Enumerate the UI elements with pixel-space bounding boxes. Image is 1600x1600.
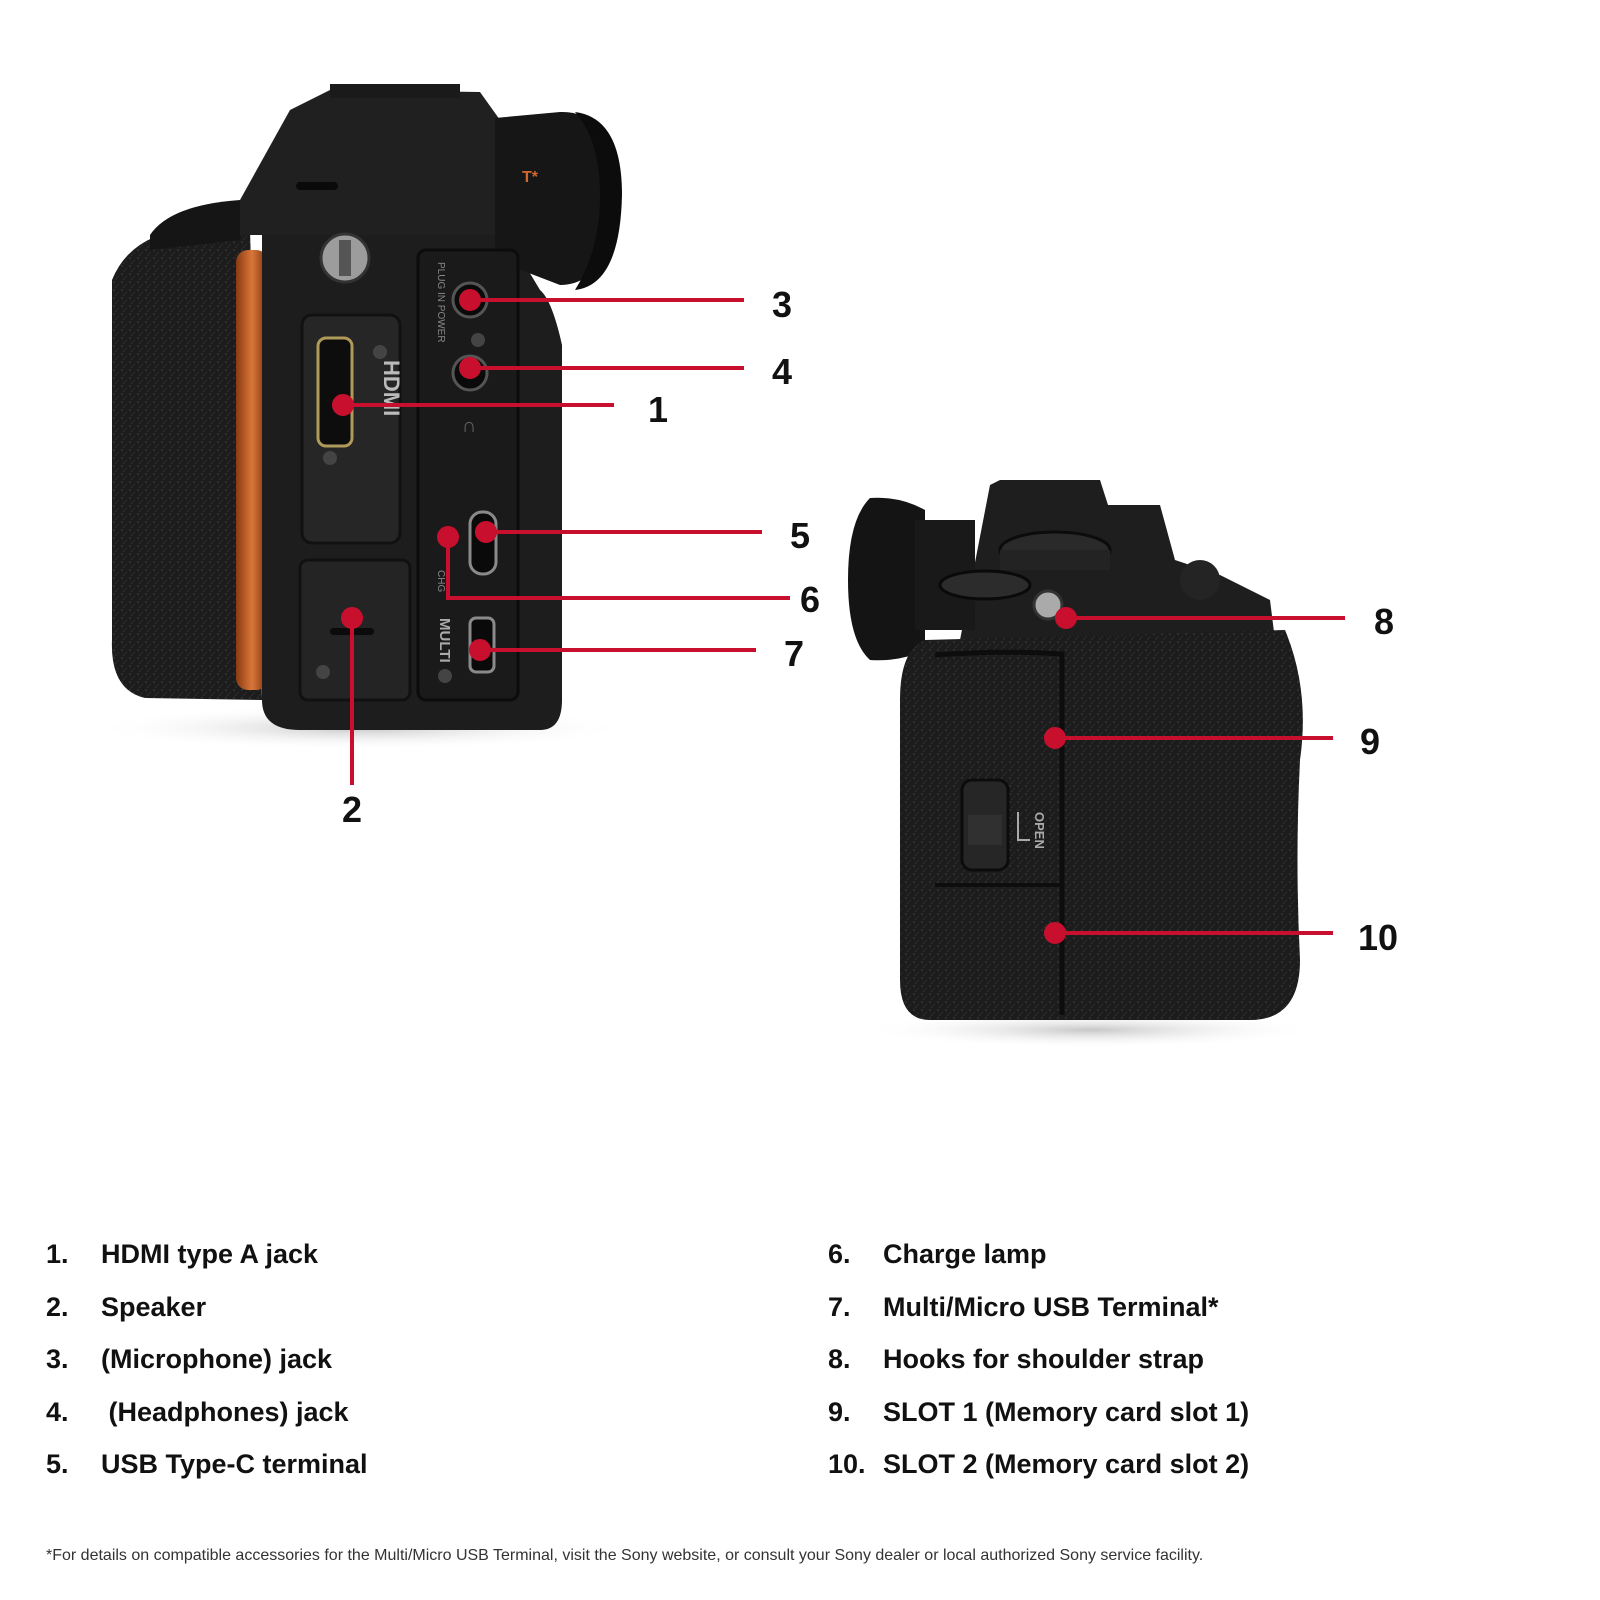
legend-text: Charge lamp bbox=[883, 1239, 1047, 1269]
callout-line-7 bbox=[469, 639, 756, 661]
callout-number-6: 6 bbox=[800, 579, 820, 620]
viewfinder-hump bbox=[240, 90, 500, 235]
legend-number: 9. bbox=[828, 1396, 851, 1427]
callout-line-8 bbox=[1055, 607, 1345, 629]
callout-line-9 bbox=[1044, 727, 1333, 749]
callout-number-10: 10 bbox=[1358, 917, 1398, 958]
lens-mark-label: T* bbox=[522, 169, 539, 186]
usb-c-port bbox=[468, 510, 498, 576]
port-column bbox=[416, 248, 520, 702]
legend-number: 10. bbox=[828, 1449, 866, 1479]
eyecup-right bbox=[848, 497, 925, 661]
legend-text: (Microphone) jack bbox=[101, 1344, 333, 1374]
legend-number: 1. bbox=[46, 1239, 69, 1269]
camera-diagram: T* HDMI PLUG IN POWER ∩ CHG MULTI bbox=[90, 84, 1398, 1048]
legend-item-8: 8. Hooks for shoulder strap bbox=[828, 1343, 1548, 1396]
legend-text: Hooks for shoulder strap bbox=[883, 1344, 1205, 1374]
callout-number-7: 7 bbox=[784, 633, 804, 674]
legend-number: 2. bbox=[46, 1291, 69, 1322]
plug-in-power-label: PLUG IN POWER bbox=[435, 262, 446, 343]
callout-line-1 bbox=[332, 394, 614, 416]
legend-item-2: 2. Speaker bbox=[46, 1291, 766, 1344]
footnote: *For details on compatible accessories f… bbox=[46, 1547, 1204, 1564]
legend-number: 6. bbox=[828, 1239, 851, 1269]
callout-line-3 bbox=[459, 289, 744, 311]
camera-right-grip-view: OPEN bbox=[848, 480, 1320, 1048]
legend-item-1: 1. HDMI type A jack bbox=[46, 1238, 766, 1291]
camera-left-grip bbox=[111, 228, 262, 700]
multi-label: MULTI bbox=[436, 618, 453, 663]
legend-text: Speaker bbox=[101, 1291, 207, 1322]
legend-text: HDMI type A jack bbox=[101, 1239, 319, 1269]
legend-number: 3. bbox=[46, 1344, 69, 1374]
callout-line-5 bbox=[475, 521, 762, 543]
lens-mount-ring bbox=[236, 250, 268, 690]
headphone-symbol: ∩ bbox=[462, 415, 476, 437]
legend-text: USB Type-C terminal bbox=[101, 1449, 368, 1479]
callout-number-2: 2 bbox=[342, 789, 362, 830]
legend-number: 4. bbox=[46, 1396, 69, 1427]
callout-number-8: 8 bbox=[1374, 601, 1394, 642]
charge-label: CHG bbox=[435, 570, 446, 592]
open-label: OPEN bbox=[1032, 812, 1047, 849]
legend-text: (Headphones) jack bbox=[101, 1396, 349, 1427]
legend-item-3: 3. (Microphone) jack bbox=[46, 1343, 766, 1396]
legend-item-5: 5. USB Type-C terminal bbox=[46, 1448, 766, 1501]
callout-number-1: 1 bbox=[648, 389, 668, 430]
callout-number-4: 4 bbox=[772, 351, 792, 392]
callout-lines bbox=[332, 289, 1345, 944]
strap-hook bbox=[1032, 589, 1064, 621]
legend-right-column: 6. Charge lamp 7. Multi/Micro USB Terminal… bbox=[828, 1238, 1548, 1501]
callout-number-9: 9 bbox=[1360, 721, 1380, 762]
legend-number: 5. bbox=[46, 1449, 69, 1479]
legend-text: Multi/Micro USB Terminal* bbox=[883, 1291, 1219, 1322]
legend-item-10: 10. SLOT 2 (Memory card slot 2) bbox=[828, 1448, 1548, 1501]
camera-right-shadow bbox=[860, 1012, 1320, 1048]
callout-line-4 bbox=[459, 357, 744, 379]
eyecup bbox=[495, 111, 615, 285]
legend-item-7: 7. Multi/Micro USB Terminal* bbox=[828, 1291, 1548, 1344]
legend-item-4: 4. (Headphones) jack bbox=[46, 1396, 766, 1449]
card-slot-door bbox=[934, 649, 1065, 1015]
legend-text: SLOT 2 (Memory card slot 2) bbox=[883, 1449, 1250, 1479]
callout-line-10 bbox=[1044, 922, 1333, 944]
callout-number-3: 3 bbox=[772, 284, 792, 325]
callout-number-5: 5 bbox=[790, 515, 810, 556]
camera-left-side-view: T* HDMI PLUG IN POWER ∩ CHG MULTI bbox=[90, 84, 630, 750]
hdmi-label: HDMI bbox=[379, 360, 404, 416]
callout-line-2 bbox=[341, 607, 363, 785]
hdmi-port bbox=[316, 336, 354, 448]
legend-left-column: 1. HDMI type A jack 2. Speaker 3. (Micropho… bbox=[46, 1238, 766, 1501]
legend-text: SLOT 1 (Memory card slot 1) bbox=[883, 1396, 1250, 1427]
legend-item-9: 9. SLOT 1 (Memory card slot 1) bbox=[828, 1396, 1548, 1449]
callout-line-6 bbox=[437, 526, 790, 600]
callout-numbers: 1 2 3 4 5 6 7 8 9 10 bbox=[342, 284, 1398, 958]
rear-dial bbox=[938, 569, 1032, 601]
legend-number: 8. bbox=[828, 1344, 851, 1374]
legend-number: 7. bbox=[828, 1291, 851, 1322]
legend-item-6: 6. Charge lamp bbox=[828, 1238, 1548, 1291]
camera-right-body bbox=[900, 630, 1303, 1020]
